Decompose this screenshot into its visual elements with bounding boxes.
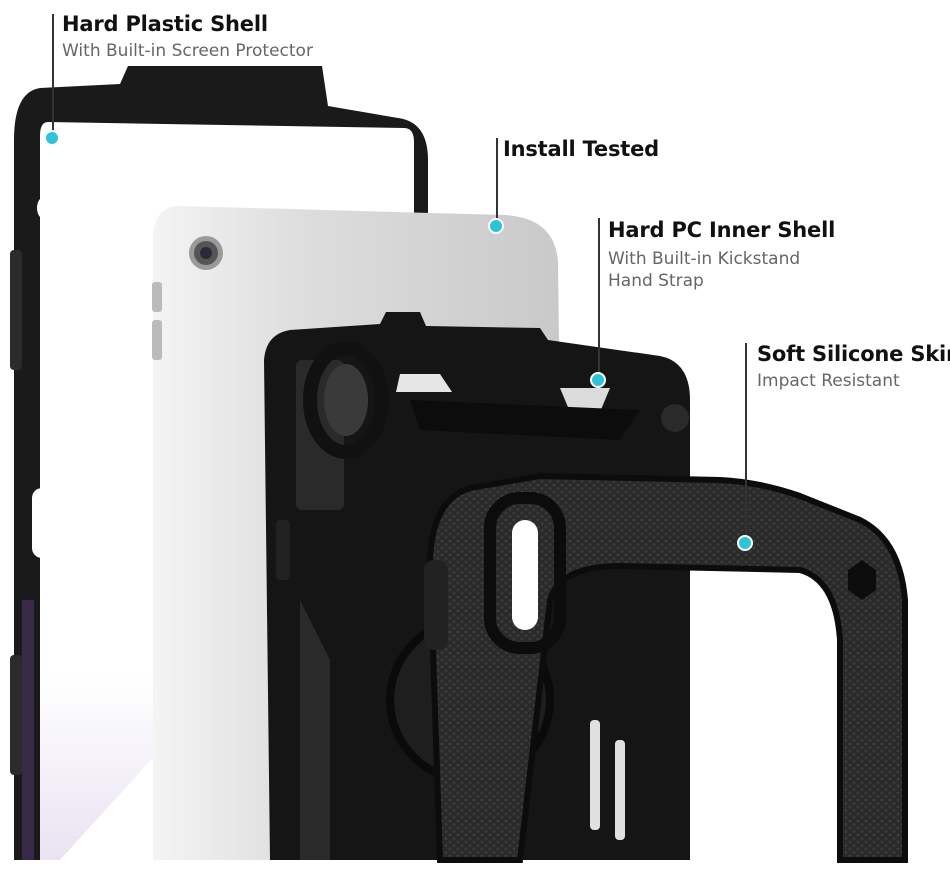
hard-pc-inner-shell-subtitle-line1: With Built-in Kickstand [608,249,801,269]
hard-pc-inner-shell-callout: Hard PC Inner Shell With Built-in Kickst… [608,218,835,292]
hard-plastic-shell-subtitle: With Built-in Screen Protector [62,41,313,61]
hard-pc-inner-shell-marker [590,372,606,388]
soft-silicone-skin-subtitle: Impact Resistant [757,371,900,391]
soft-silicone-skin-callout: Soft Silicone Skin Impact Resistant [757,342,950,392]
hard-plastic-shell-marker [44,130,60,146]
install-tested-callout: Install Tested [503,137,659,161]
soft-silicone-skin-title: Soft Silicone Skin [757,342,950,366]
hard-plastic-shell-leader-line [52,14,54,138]
install-tested-leader-line [496,138,498,226]
hard-plastic-shell-callout: Hard Plastic Shell With Built-in Screen … [62,12,313,62]
soft-silicone-skin-leader-line [745,343,747,543]
hard-plastic-shell-title: Hard Plastic Shell [62,12,268,36]
install-tested-marker [488,218,504,234]
hard-pc-inner-shell-leader-line [598,218,600,380]
soft-silicone-skin-marker [737,535,753,551]
hard-pc-inner-shell-title: Hard PC Inner Shell [608,218,836,242]
hard-pc-inner-shell-subtitle-line2: Hand Strap [608,271,704,291]
soft-silicone-skin [424,472,908,863]
install-tested-title: Install Tested [503,137,659,161]
